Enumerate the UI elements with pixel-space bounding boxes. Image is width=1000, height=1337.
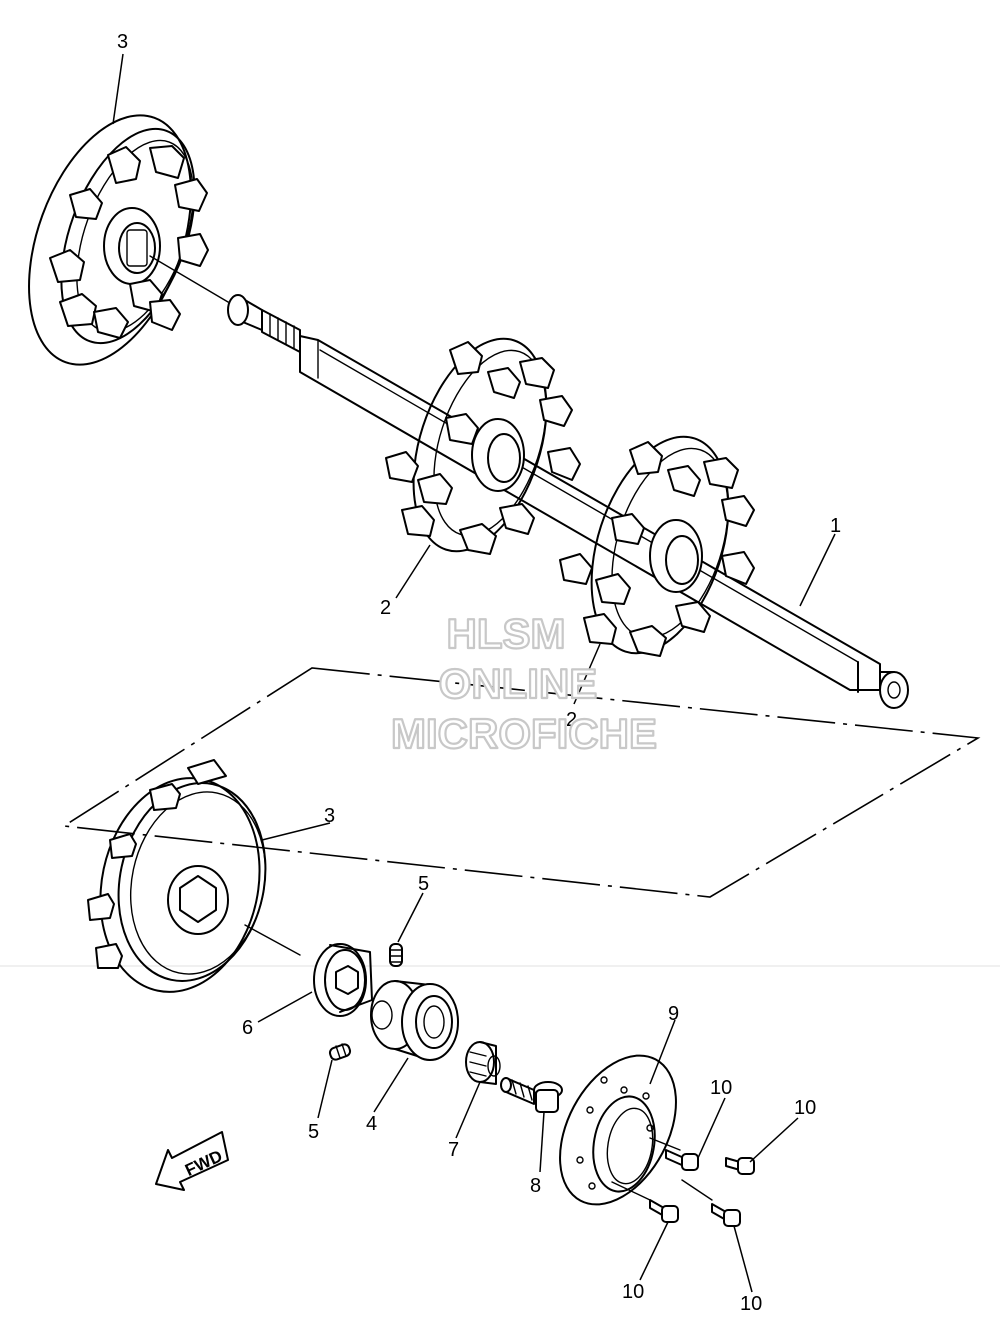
flange-bolt-3 bbox=[611, 1181, 679, 1223]
bushing bbox=[465, 1041, 501, 1085]
callouts: 3 1 2 2 3 5 6 5 4 7 8 9 10 10 10 10 bbox=[117, 31, 841, 1315]
callout-4: 4 bbox=[366, 1113, 377, 1135]
end-wheel-upper bbox=[28, 114, 209, 366]
callout-2-left: 2 bbox=[380, 597, 391, 619]
end-wheel-lower bbox=[87, 759, 267, 993]
shaft-centerline bbox=[149, 255, 229, 303]
bearing bbox=[370, 980, 459, 1061]
flange bbox=[559, 1054, 677, 1206]
callout-3-upper: 3 bbox=[117, 31, 128, 53]
drive-shaft bbox=[227, 294, 909, 709]
callout-9: 9 bbox=[668, 1003, 679, 1025]
callout-10-b: 10 bbox=[794, 1097, 816, 1119]
callout-3-lower: 3 bbox=[324, 805, 335, 827]
watermark-line-3: MICROFICHE bbox=[391, 710, 657, 757]
collar bbox=[313, 943, 373, 1017]
flange-bolt-2 bbox=[725, 1157, 755, 1175]
callout-2-right: 2 bbox=[566, 709, 577, 731]
watermark: HLSM ONLINE MICROFICHE bbox=[390, 609, 658, 758]
callout-8: 8 bbox=[530, 1175, 541, 1197]
callout-10-a: 10 bbox=[710, 1077, 732, 1099]
bolt bbox=[500, 1077, 563, 1113]
callout-5-lower: 5 bbox=[308, 1121, 319, 1143]
top-assembly bbox=[28, 53, 909, 709]
set-screw-lower bbox=[328, 1043, 352, 1061]
watermark-line-2: ONLINE bbox=[439, 660, 598, 707]
sprocket-right bbox=[559, 435, 755, 657]
callout-5-upper: 5 bbox=[418, 873, 429, 895]
callout-1: 1 bbox=[830, 515, 841, 537]
set-screw-upper bbox=[389, 943, 403, 967]
callout-10-c: 10 bbox=[622, 1281, 644, 1303]
callout-7: 7 bbox=[448, 1139, 459, 1161]
sprocket-middle bbox=[385, 337, 581, 555]
callout-6: 6 bbox=[242, 1017, 253, 1039]
fwd-direction-marker: FWD bbox=[155, 1131, 229, 1191]
watermark-line-1: HLSM bbox=[447, 610, 566, 657]
reference-outline bbox=[61, 667, 981, 898]
flange-bolt-4 bbox=[681, 1179, 741, 1227]
flange-bolt-1 bbox=[649, 1137, 699, 1171]
bottom-assembly bbox=[87, 759, 799, 1293]
callout-10-d: 10 bbox=[740, 1293, 762, 1315]
